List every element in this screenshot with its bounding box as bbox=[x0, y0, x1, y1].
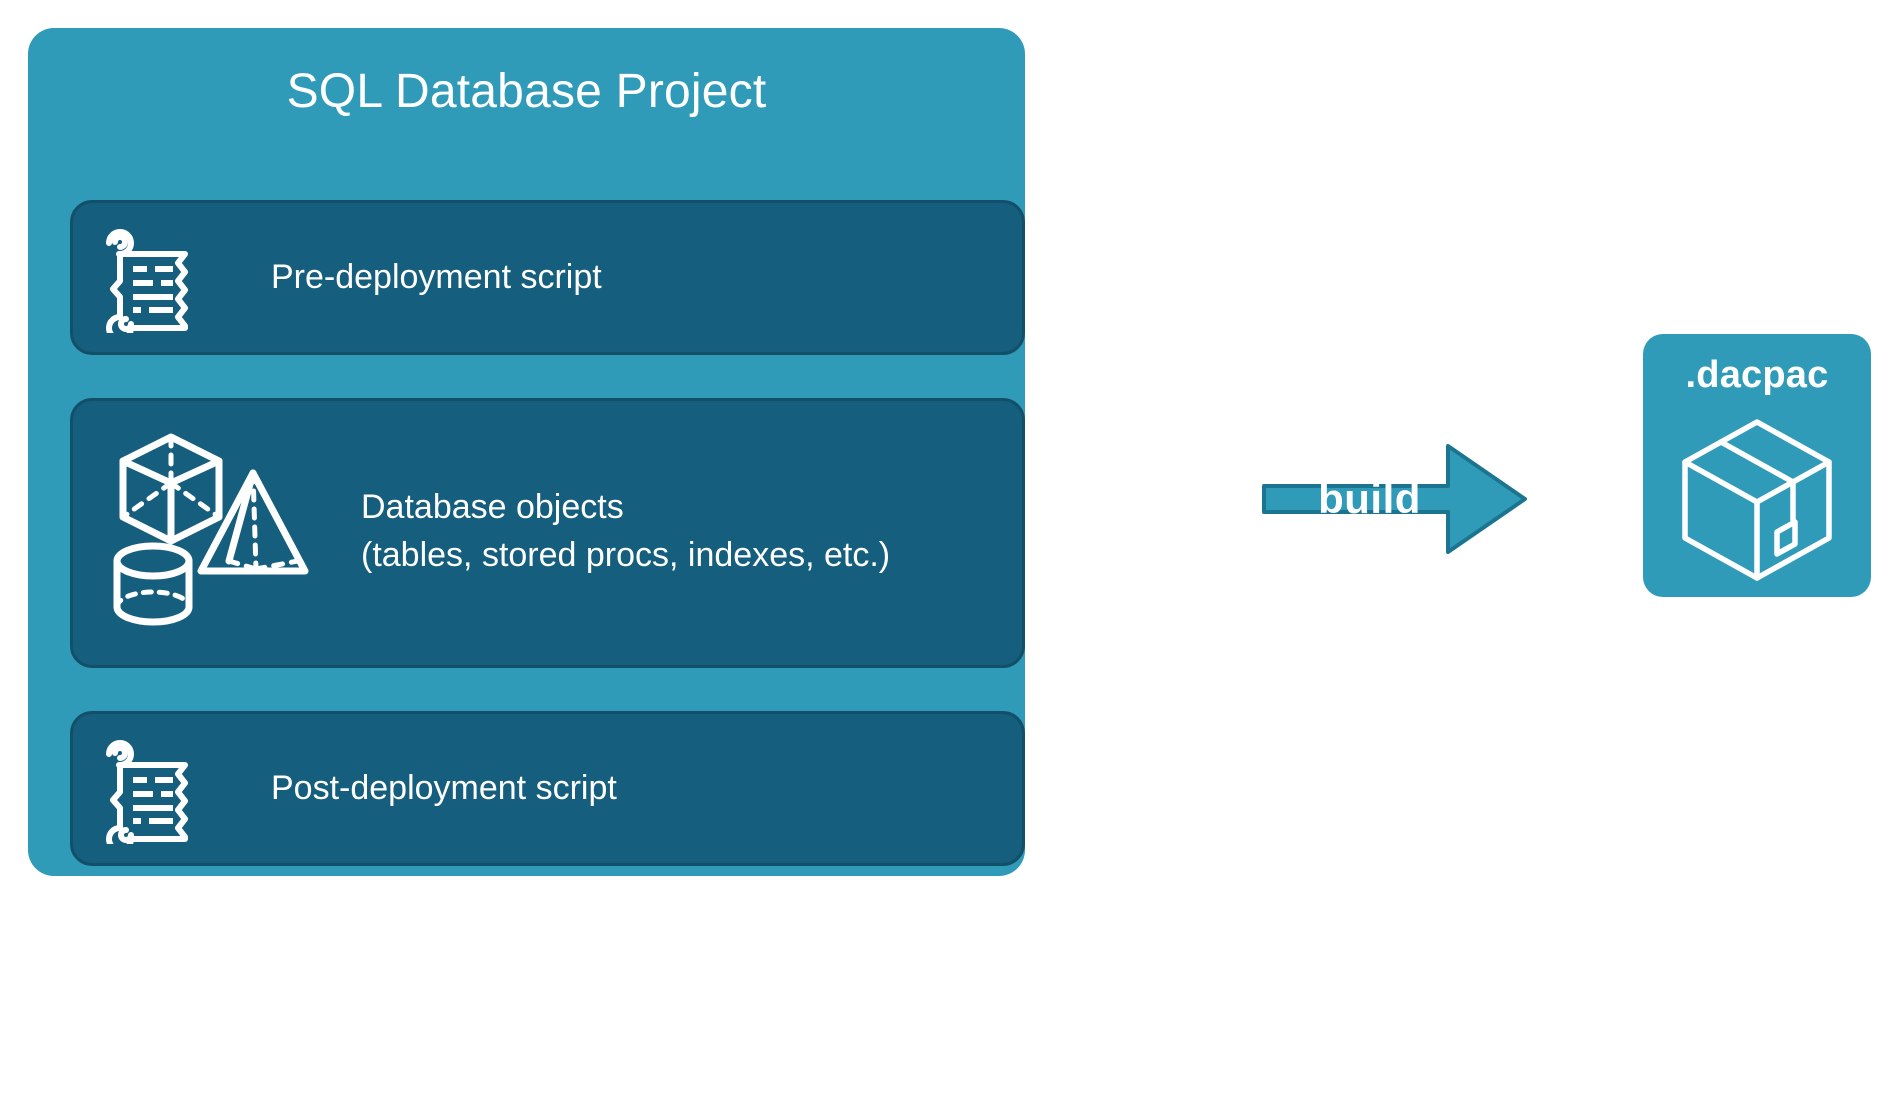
scroll-script-icon bbox=[93, 221, 223, 342]
right-arrow-icon bbox=[1262, 444, 1527, 554]
sql-database-project-panel: SQL Database Project bbox=[28, 28, 1025, 876]
card-post-deployment-script[interactable]: Post-deployment script bbox=[70, 711, 1025, 866]
database-objects-line1: Database objects bbox=[361, 488, 624, 526]
card-post-deployment-label: Post-deployment script bbox=[271, 769, 617, 807]
database-shapes-icon bbox=[93, 421, 343, 651]
card-database-objects[interactable]: Database objects (tables, stored procs, i… bbox=[70, 398, 1025, 668]
dacpac-output-panel: .dacpac bbox=[1643, 334, 1871, 597]
package-box-icon bbox=[1671, 416, 1843, 584]
database-objects-line2: (tables, stored procs, indexes, etc.) bbox=[361, 536, 891, 575]
card-pre-deployment-label: Pre-deployment script bbox=[271, 258, 602, 296]
card-database-objects-label: Database objects (tables, stored procs, i… bbox=[361, 483, 890, 580]
page-title: SQL Database Project bbox=[286, 65, 767, 118]
card-pre-deployment-script[interactable]: Pre-deployment script bbox=[70, 200, 1025, 355]
dacpac-title: .dacpac bbox=[1685, 354, 1829, 396]
scroll-script-icon bbox=[93, 732, 223, 853]
